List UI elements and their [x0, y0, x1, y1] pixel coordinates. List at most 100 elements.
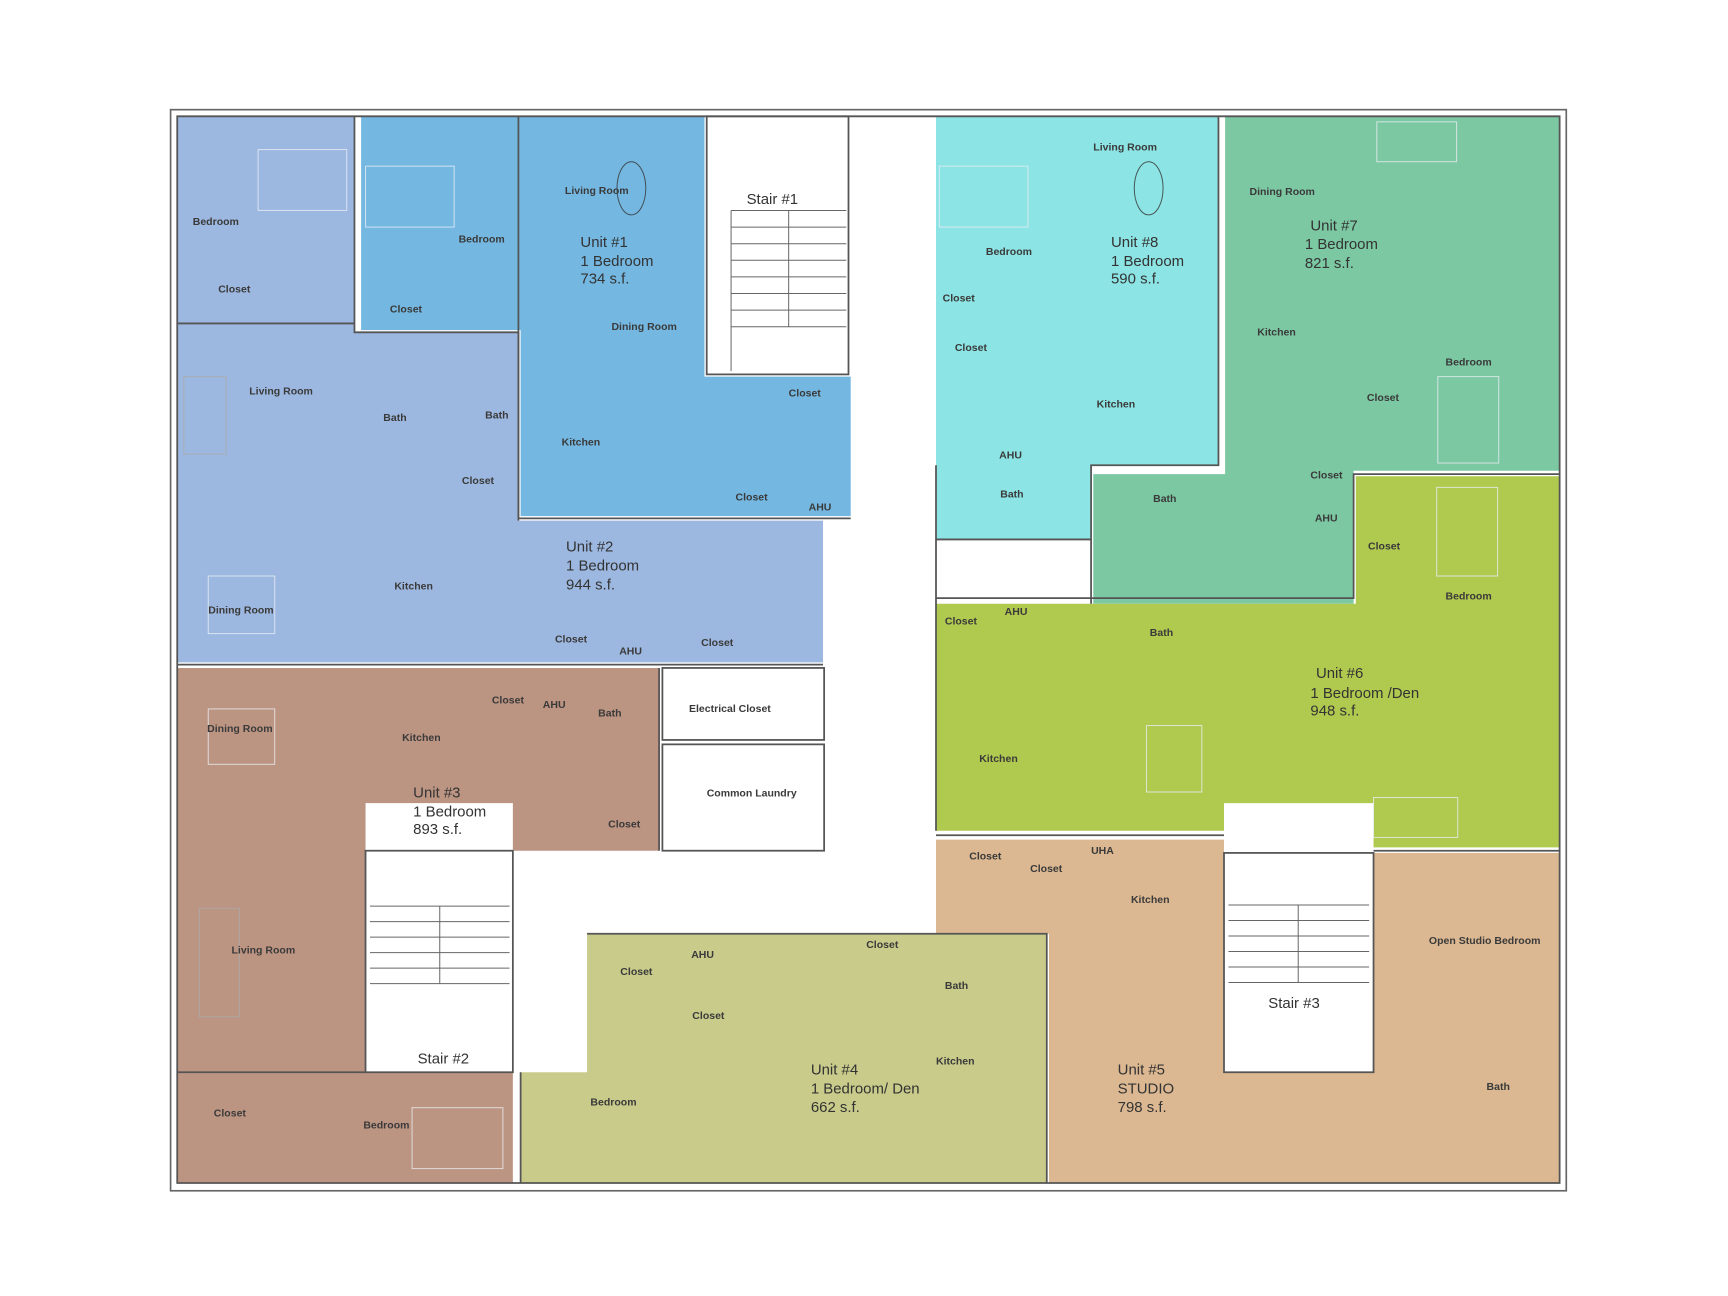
svg-text:Unit #4: Unit #4: [811, 1061, 858, 1078]
svg-text:Unit #1: Unit #1: [580, 234, 627, 251]
room-labels: Bedroom Closet Living Room Bath Closet K…: [193, 142, 1541, 1132]
svg-text:1 Bedroom: 1 Bedroom: [1305, 236, 1378, 253]
svg-text:893 s.f.: 893 s.f.: [413, 821, 462, 838]
room-label: Bath: [485, 410, 508, 422]
furniture: [183, 121, 1500, 1170]
svg-text:944 s.f.: 944 s.f.: [566, 576, 615, 593]
room-label: Closet: [555, 633, 588, 645]
room-label: AHU: [1315, 513, 1338, 525]
room-label: UHA: [1091, 845, 1114, 857]
common-laundry[interactable]: [661, 743, 826, 852]
unit-8-area[interactable]: [936, 116, 1219, 540]
room-label: Dining Room: [207, 723, 272, 735]
room-label: Kitchen: [979, 753, 1018, 765]
room-label: Closet: [1367, 392, 1400, 404]
svg-text:821 s.f.: 821 s.f.: [1305, 255, 1354, 272]
stair-3-label: Stair #3: [1268, 995, 1319, 1012]
room-label: AHU: [999, 450, 1022, 462]
unit-2-area[interactable]: [177, 116, 824, 663]
svg-text:948 s.f.: 948 s.f.: [1310, 703, 1359, 720]
room-label: Bath: [598, 708, 621, 720]
room-label: Bedroom: [1446, 357, 1492, 369]
room-label: Living Room: [1093, 142, 1157, 154]
room-label: AHU: [691, 949, 714, 961]
room-label: Closet: [390, 303, 423, 315]
room-label: Kitchen: [1257, 327, 1296, 339]
room-label: Bedroom: [986, 246, 1032, 258]
room-label: Kitchen: [394, 580, 433, 592]
svg-text:Unit #8: Unit #8: [1111, 234, 1158, 251]
svg-text:1 Bedroom: 1 Bedroom: [1111, 253, 1184, 270]
stair-2[interactable]: [364, 849, 514, 1074]
room-label: Kitchen: [936, 1055, 975, 1067]
unit-7-area[interactable]: [1093, 116, 1560, 604]
svg-text:1 Bedroom/ Den: 1 Bedroom/ Den: [811, 1080, 920, 1097]
room-label: Closet: [492, 694, 525, 706]
room-label: Bath: [1000, 488, 1023, 500]
svg-text:Unit #2: Unit #2: [566, 539, 613, 556]
room-label: Closet: [620, 966, 653, 978]
unit-5-area[interactable]: [936, 839, 1560, 1184]
unit-7-label: Unit #7 1 Bedroom 821 s.f.: [1305, 217, 1378, 272]
room-label: Closet: [945, 616, 978, 628]
svg-text:STUDIO: STUDIO: [1118, 1080, 1174, 1097]
room-label: AHU: [1005, 606, 1028, 618]
electrical-closet[interactable]: [661, 667, 826, 741]
unit-3-area[interactable]: [177, 667, 660, 1184]
svg-text:590 s.f.: 590 s.f.: [1111, 271, 1160, 288]
unit-1-area[interactable]: [361, 116, 851, 517]
room-label: Closet: [214, 1108, 247, 1120]
room-label: Dining Room: [208, 605, 273, 617]
room-label: Closet: [969, 851, 1002, 863]
stair-1[interactable]: [705, 115, 850, 376]
room-label: Bedroom: [459, 234, 505, 246]
room-label: Bath: [945, 980, 968, 992]
room-label: Bedroom: [590, 1096, 636, 1108]
unit-6-area[interactable]: [936, 476, 1560, 848]
room-label: Bath: [1487, 1081, 1510, 1093]
room-label: Closet: [218, 283, 251, 295]
stair-3[interactable]: [1223, 852, 1375, 1074]
room-label: Bath: [1153, 493, 1176, 505]
room-label: Closet: [736, 492, 769, 504]
room-label: Closet: [943, 292, 976, 304]
room-label: Bedroom: [363, 1120, 409, 1132]
room-label: Closet: [608, 818, 641, 830]
svg-text:1 Bedroom: 1 Bedroom: [566, 557, 639, 574]
room-label: Open Studio Bedroom: [1429, 935, 1541, 947]
room-label: AHU: [543, 699, 566, 711]
room-label: AHU: [809, 502, 832, 514]
room-label: Living Room: [249, 385, 313, 397]
unit-4-label: Unit #4 1 Bedroom/ Den 662 s.f.: [811, 1061, 920, 1116]
unit-2-label: Unit #21 Bedroom 944 s.f.: [566, 539, 639, 594]
room-label: AHU: [619, 646, 642, 658]
room-label: Closet: [1310, 470, 1343, 482]
room-label: Closet: [789, 388, 822, 400]
room-label: Kitchen: [402, 732, 441, 744]
room-label: Closet: [1030, 863, 1063, 875]
room-label: Kitchen: [562, 436, 601, 448]
svg-text:1 Bedroom: 1 Bedroom: [413, 803, 486, 820]
room-label: Bath: [1150, 627, 1173, 639]
svg-text:Unit #5: Unit #5: [1118, 1061, 1165, 1078]
room-label: Closet: [1368, 540, 1401, 552]
svg-text:1 Bedroom: 1 Bedroom: [580, 253, 653, 270]
electrical-closet-label: Electrical Closet: [689, 703, 771, 715]
room-label: Closet: [701, 637, 734, 649]
room-label: Closet: [462, 475, 495, 487]
room-label: Bedroom: [1446, 590, 1492, 602]
room-label: Living Room: [232, 945, 296, 957]
svg-text:Unit #6: Unit #6: [1316, 665, 1363, 682]
unit-4-area[interactable]: [520, 933, 1047, 1184]
svg-text:1 Bedroom /Den: 1 Bedroom /Den: [1310, 685, 1419, 702]
walls: [176, 115, 1561, 1184]
room-label: Closet: [866, 939, 899, 951]
svg-text:662 s.f.: 662 s.f.: [811, 1099, 860, 1116]
svg-text:Unit #7: Unit #7: [1310, 217, 1357, 234]
